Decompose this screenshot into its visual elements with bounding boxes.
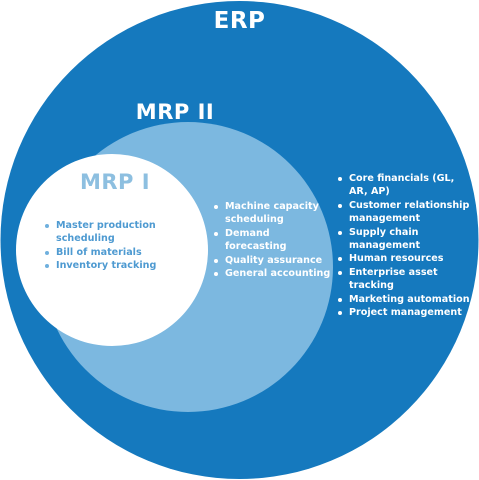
feature-label: Human resources (349, 253, 444, 265)
list-item: Demand forecasting (211, 227, 331, 254)
bullet-icon (214, 258, 218, 263)
feature-label: Demand forecasting (225, 227, 287, 253)
bullet-icon (338, 203, 342, 208)
erp-feature-list: Core financials (GL, AR, AP) Customer re… (335, 172, 475, 319)
list-item: Machine capacity scheduling (211, 200, 331, 227)
bullet-icon (338, 270, 342, 275)
list-item: Marketing automation (335, 293, 475, 306)
bullet-icon (214, 272, 218, 277)
feature-label: Customer relationship management (349, 199, 470, 225)
list-item: Customer relationship management (335, 199, 475, 226)
feature-label: Bill of materials (56, 246, 142, 258)
erp-title: ERP (213, 8, 266, 34)
list-item: Human resources (335, 252, 475, 265)
list-item: Bill of materials (42, 246, 192, 259)
mrp2-title: MRP II (135, 100, 215, 124)
bullet-icon (338, 177, 342, 181)
mrp1-feature-list: Master production scheduling Bill of mat… (42, 219, 192, 273)
feature-label: Core financials (GL, AR, AP) (349, 173, 455, 198)
bullet-icon (338, 311, 342, 316)
list-item: Core financials (GL, AR, AP) (335, 172, 475, 199)
mrp2-feature-list: Machine capacity scheduling Demand forec… (211, 200, 331, 280)
list-item: Supply chain management (335, 226, 475, 253)
bullet-icon (214, 231, 218, 236)
feature-label: Supply chain management (349, 226, 421, 252)
feature-label: Machine capacity scheduling (225, 201, 319, 226)
feature-label: Inventory tracking (56, 260, 157, 272)
bullet-icon (338, 230, 342, 235)
feature-label: Project management (349, 307, 462, 319)
bullet-icon (338, 257, 342, 262)
list-item: Inventory tracking (42, 259, 192, 272)
list-item: General accounting (211, 267, 331, 280)
bullet-icon (338, 297, 342, 302)
list-item: Project management (335, 306, 475, 319)
list-item: Quality assurance (211, 254, 331, 267)
mrp1-title: MRP I (79, 170, 151, 194)
bullet-icon (45, 250, 49, 255)
feature-label: Marketing automation (349, 293, 470, 305)
list-item: Master production scheduling (42, 219, 192, 246)
feature-label: Master production scheduling (56, 220, 156, 245)
mrp1-circle (16, 154, 208, 346)
bullet-icon (45, 224, 49, 228)
feature-label: Enterprise asset tracking (349, 266, 438, 292)
feature-label: General accounting (225, 268, 331, 280)
bullet-icon (45, 264, 49, 269)
list-item: Enterprise asset tracking (335, 266, 475, 293)
bullet-icon (214, 205, 218, 209)
feature-label: Quality assurance (225, 254, 323, 266)
